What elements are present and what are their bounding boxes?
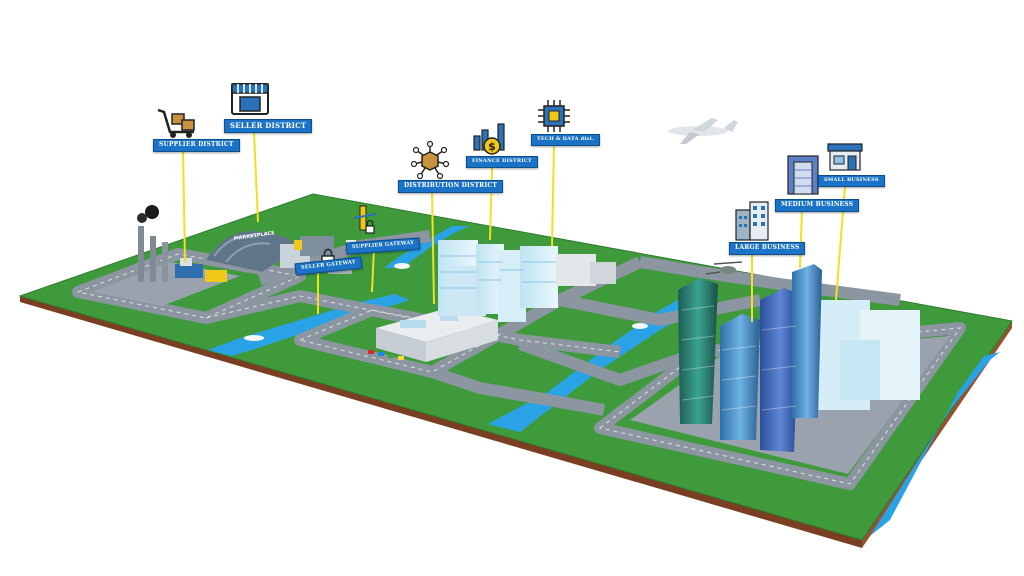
river-right [870,352,1000,536]
label-distribution-district: DISTRIBUTION DISTRICT [398,180,504,193]
hand-truck-boxes-icon [157,108,195,138]
river-top [384,226,470,268]
label-seller-district: SELLER DISTRICT [224,119,313,133]
boats [244,263,648,341]
network-box-icon [410,140,450,180]
helicopter [705,261,743,275]
supplier-factory [92,205,240,306]
svg-text:$: $ [488,140,496,153]
marketplace-hall [206,231,334,272]
label-finance-district: FINANCE DISTRICT [466,156,538,168]
bar-chart-dollar-icon: $ [473,123,505,155]
office-building-icon [787,155,819,195]
label-large-business: LARGE BUSINESS [729,242,806,255]
label-supplier-district: SUPPLIER DISTRICT [153,139,240,152]
label-medium-business: MEDIUM BUSINESS [775,199,860,212]
storefront-icon [231,83,269,115]
business-towers [678,264,920,452]
label-tech-data-district: TECH & DATA dist. [531,134,600,146]
gateway-padlock-icon [353,205,377,234]
office-buildings-icon [735,201,769,241]
airplane [668,118,738,144]
shop-icon [827,143,863,171]
label-small-business: SMALL BUSINESS [818,175,885,187]
microchip-icon [538,100,570,132]
marketplace-sign: MARKETPLACE [233,230,275,242]
finance-towers [438,240,616,322]
distribution-warehouse [368,308,498,362]
